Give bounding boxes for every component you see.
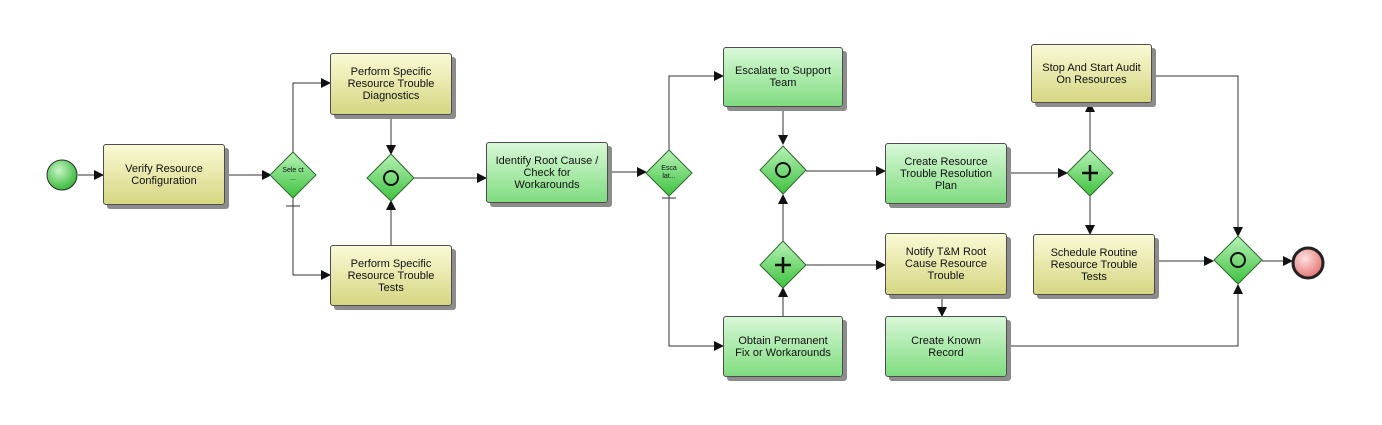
task-schedule-routine-tests[interactable]: Schedule Routine Resource Trouble Tests xyxy=(1033,234,1155,295)
task-create-resolution-plan[interactable]: Create Resource Trouble Resolution Plan xyxy=(885,143,1007,204)
gateway-merge-escalate xyxy=(759,145,807,195)
end-event xyxy=(1291,246,1325,280)
gateway-merge-diagnostics xyxy=(366,153,415,202)
task-identify-root-cause[interactable]: Identify Root Cause / Check for Workarou… xyxy=(486,142,608,203)
gateway-escalate xyxy=(645,149,693,197)
start-event xyxy=(46,159,78,191)
gateway-select xyxy=(269,151,317,199)
flow-audit-end-merge xyxy=(1152,75,1243,237)
task-verify-resource-configuration[interactable]: Verify Resource Configuration xyxy=(103,144,225,205)
task-obtain-permanent-fix[interactable]: Obtain Permanent Fix or Workarounds xyxy=(723,316,843,377)
flow-known-end-merge xyxy=(1007,284,1243,347)
gateway-parallel-obtain xyxy=(759,240,807,289)
task-stop-start-audit[interactable]: Stop And Start Audit On Resources xyxy=(1031,44,1152,103)
gateway-escalate-label: Esca lat... xyxy=(661,165,677,180)
gateway-select-label: Sele ct ... xyxy=(282,167,304,182)
flow-escgw-escalate xyxy=(668,71,724,150)
task-escalate-support-team[interactable]: Escalate to Support Team xyxy=(723,47,843,107)
flow-select-diagnostics xyxy=(292,78,331,152)
task-create-known-record[interactable]: Create Known Record xyxy=(885,316,1007,377)
task-notify-root-cause[interactable]: Notify T&M Root Cause Resource Trouble xyxy=(885,233,1007,295)
flow-select-tests xyxy=(292,198,331,280)
gateway-parallel-split xyxy=(1066,149,1114,197)
task-perform-diagnostics[interactable]: Perform Specific Resource Trouble Diagno… xyxy=(330,53,452,115)
task-perform-tests[interactable]: Perform Specific Resource Trouble Tests xyxy=(330,245,452,306)
flow-escgw-obtain xyxy=(668,196,724,351)
gateway-merge-end xyxy=(1213,235,1263,285)
